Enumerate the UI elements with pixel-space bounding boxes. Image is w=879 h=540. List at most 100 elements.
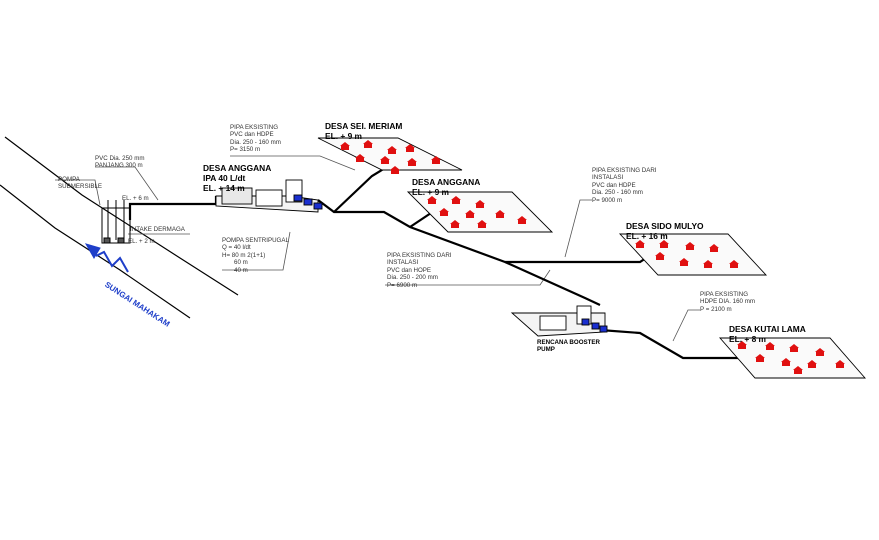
leader-lines (55, 155, 700, 342)
village-anggana-name: DESA ANGGANA (412, 177, 481, 187)
leader-submersible (55, 179, 101, 206)
houses-anggana (427, 196, 527, 228)
house-icon (495, 210, 505, 218)
house-roof (835, 360, 845, 364)
pipe-kutai-label: PIPA EKSISTING HDPE DIA. 160 mm P = 2100… (700, 291, 755, 313)
house-body (391, 170, 399, 174)
house-roof (427, 196, 437, 200)
house-icon (475, 200, 485, 208)
leader-booster-pipe (385, 269, 551, 286)
pipe-sidomulyo-line2: INSTALASI (592, 174, 624, 182)
river-flow-arrow (84, 243, 129, 273)
booster-label-line1: RENCANA BOOSTER (537, 339, 601, 346)
booster-pump-1 (581, 318, 590, 326)
house-icon (679, 258, 689, 266)
house-body (756, 358, 764, 362)
house-icon (709, 244, 719, 252)
house-roof (781, 358, 791, 362)
house-roof (451, 196, 461, 200)
booster-tank (539, 315, 567, 331)
house-body (341, 146, 349, 150)
village-seimeriam-label: DESA SEI. MERIAM EL. + 9 m (325, 121, 402, 141)
village-kutailama-label: DESA KUTAI LAMA EL. + 8 m (729, 324, 806, 344)
intake-structure (101, 200, 131, 244)
pompa-sentripugal-q: Q = 40 l/dt (222, 244, 251, 252)
house-roof (477, 220, 487, 224)
house-body (452, 200, 460, 204)
house-body (656, 256, 664, 260)
pipe-booster-label: PIPA EKSISTING DARI INSTALASI PVC dan HO… (387, 252, 452, 289)
ipa-elevation: EL. + 14 m (203, 183, 245, 194)
house-roof (355, 154, 365, 158)
house-roof (405, 144, 415, 148)
house-body (428, 200, 436, 204)
house-body (636, 244, 644, 248)
house-icon (450, 220, 460, 228)
house-roof (407, 158, 417, 162)
leader-seimeriam-pipe (230, 155, 356, 171)
house-body (816, 352, 824, 356)
house-roof (387, 146, 397, 150)
house-icon (517, 216, 527, 224)
house-icon (655, 252, 665, 260)
houses-seimeriam (340, 140, 441, 174)
house-icon (781, 358, 791, 366)
pipe-booster-line3: PVC dan HOPE (387, 266, 432, 274)
booster-pump-3 (599, 325, 608, 333)
house-roof (789, 344, 799, 348)
leader-kutai-pipe (672, 309, 700, 342)
house-icon (755, 354, 765, 362)
house-icon (793, 366, 803, 374)
house-body (381, 160, 389, 164)
intake-pump-2 (117, 237, 125, 244)
house-roof (793, 366, 803, 370)
house-icon (703, 260, 713, 268)
house-icon (465, 210, 475, 218)
pipe-booster-line1: PIPA EKSISTING DARI (387, 252, 452, 259)
house-body (496, 214, 504, 218)
river-arrow-zigzag (95, 250, 129, 273)
pipe-booster-line4: Dia. 250 - 200 mm (387, 274, 438, 282)
village-sidomulyo-elevation: EL. + 16 m (626, 231, 668, 242)
house-icon (390, 166, 400, 174)
house-icon (815, 348, 825, 356)
house-body (440, 212, 448, 216)
house-roof (380, 156, 390, 160)
village-sidomulyo-name: DESA SIDO MULYO (626, 221, 704, 231)
house-body (518, 220, 526, 224)
house-body (790, 348, 798, 352)
house-roof (709, 244, 719, 248)
pipe-seimeriam-line4: P= 3150 m (230, 146, 261, 154)
pipe-to-sidomulyo (505, 251, 656, 264)
ipa-title: DESA ANGGANA IPA 40 L/dt EL. + 14 m (203, 163, 271, 193)
river-banks (0, 136, 239, 319)
pipe-booster-line2: INSTALASI (387, 259, 419, 267)
house-icon (355, 154, 365, 162)
pompa-sentripugal-label: POMPA SENTRIPUGAL Q = 40 l/dt H= 80 m 2(… (222, 237, 289, 274)
house-roof (475, 200, 485, 204)
village-seimeriam-elevation: EL. + 9 m (325, 131, 363, 142)
house-icon (427, 196, 437, 204)
house-roof (431, 156, 441, 160)
ipa-pump-2 (303, 198, 313, 206)
house-icon (363, 140, 373, 148)
intake-elevation-bottom: EL. + 2 m (128, 238, 155, 245)
village-plot-anggana (406, 191, 554, 233)
houses-kutailama (737, 341, 845, 374)
intake-pipe-diameter: PVC Dia. 250 mm (95, 155, 145, 162)
ipa-village-name: DESA ANGGANA (203, 163, 272, 173)
pompa-sentripugal-h3: 40 m (234, 266, 248, 274)
house-roof (679, 258, 689, 262)
house-body (710, 248, 718, 252)
intake-dermaga-label: INTAKE DERMAGA (130, 226, 185, 233)
house-roof (390, 166, 400, 170)
house-icon (380, 156, 390, 164)
house-body (406, 148, 414, 152)
lower-riverbank (0, 184, 191, 319)
houses-sidomulyo (635, 240, 739, 268)
pipe-seimeriam-line3: Dia. 250 - 160 mm (230, 138, 281, 146)
village-seimeriam-name: DESA SEI. MERIAM (325, 121, 403, 131)
booster-pump-label: RENCANA BOOSTER PUMP (537, 339, 600, 354)
house-body (686, 246, 694, 250)
house-roof (703, 260, 713, 264)
